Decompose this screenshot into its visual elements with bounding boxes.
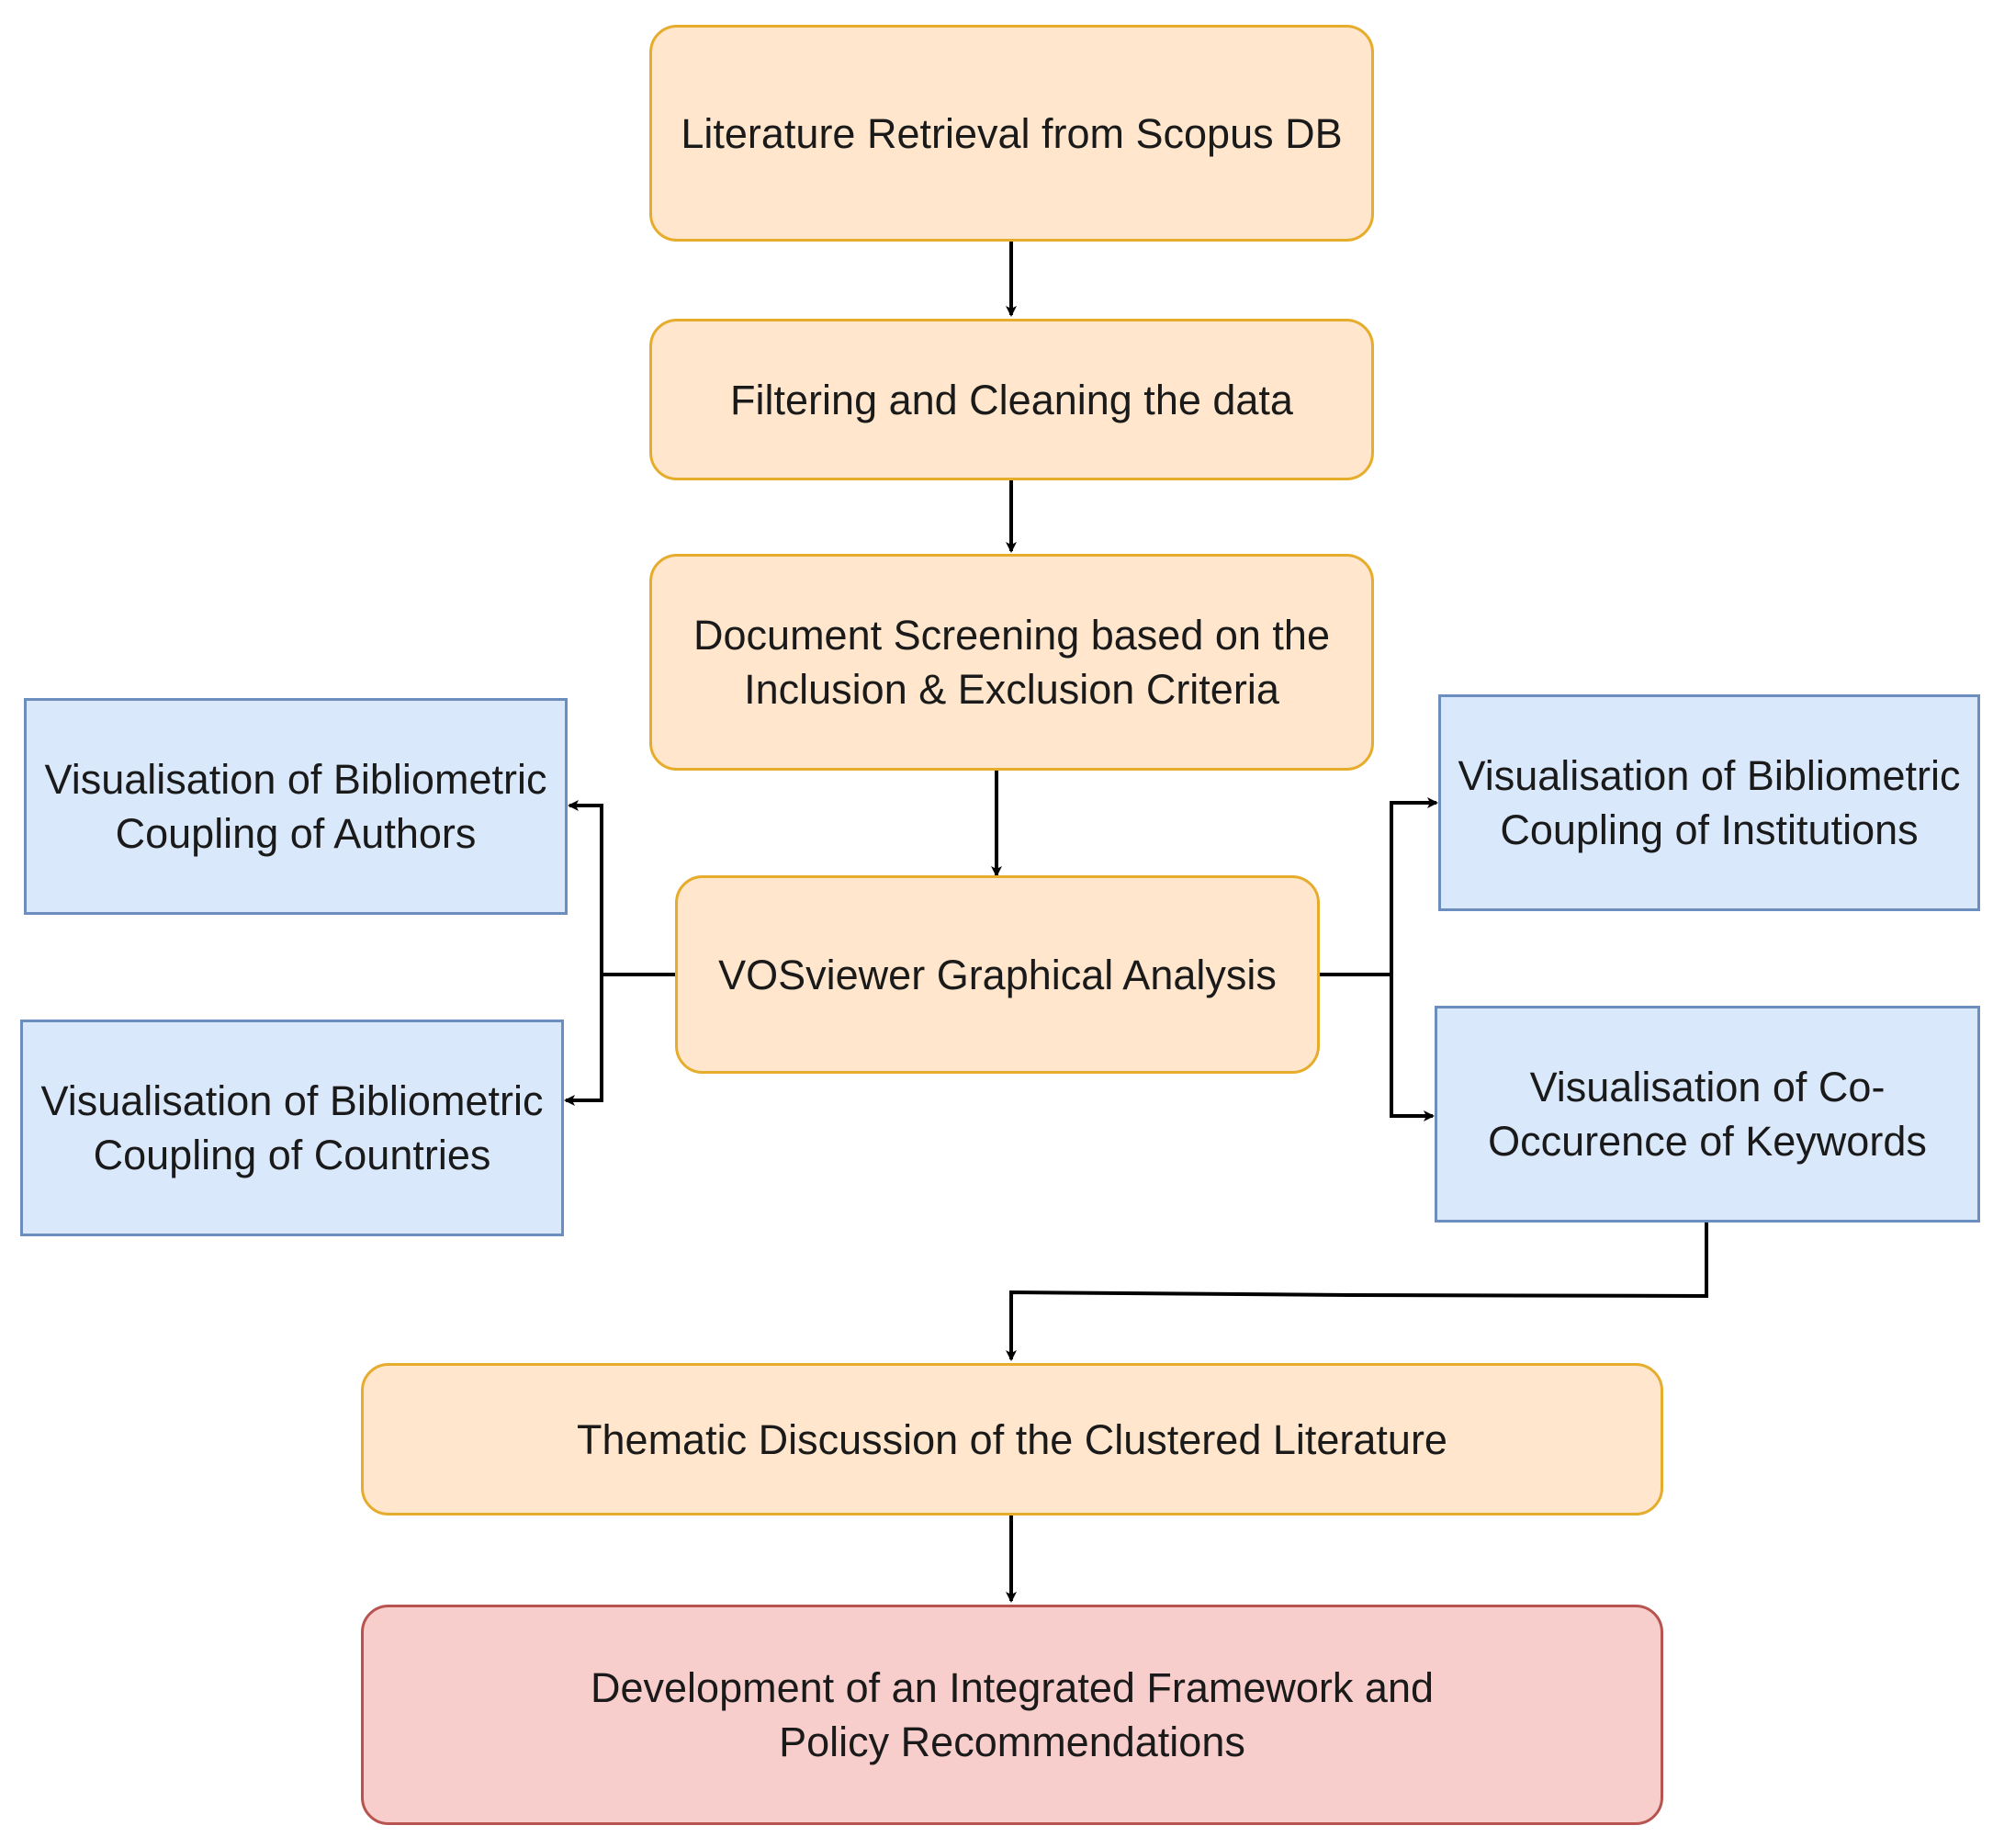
framework-development-label: Development of an Integrated Framework a… xyxy=(591,1664,1434,1765)
thematic-discussion-label: Thematic Discussion of the Clustered Lit… xyxy=(577,1415,1447,1463)
visualisation-keywords-label: Visualisation of Co- Occurence of Keywor… xyxy=(1488,1064,1927,1165)
filtering-cleaning-label: Filtering and Cleaning the data xyxy=(730,376,1293,423)
visualisation-countries-box: Visualisation of Bibliometric Coupling o… xyxy=(20,1020,564,1236)
visualisation-authors-box: Visualisation of Bibliometric Coupling o… xyxy=(24,698,568,915)
thematic-discussion-box: Thematic Discussion of the Clustered Lit… xyxy=(361,1363,1663,1516)
visualisation-countries-label: Visualisation of Bibliometric Coupling o… xyxy=(40,1077,544,1178)
connector-vosviewer-right-branch xyxy=(1320,797,1438,976)
arrow-to-keywords xyxy=(1390,975,1435,1121)
visualisation-institutions-box: Visualisation of Bibliometric Coupling o… xyxy=(1438,694,1980,911)
visualisation-authors-label: Visualisation of Bibliometric Coupling o… xyxy=(44,756,547,857)
document-screening-label: Document Screening based on the Inclusio… xyxy=(693,612,1330,713)
vosviewer-analysis-label: VOSviewer Graphical Analysis xyxy=(718,951,1277,998)
arrow-keywords-to-thematic xyxy=(1006,1223,1708,1361)
filtering-cleaning-box: Filtering and Cleaning the data xyxy=(649,319,1374,480)
literature-retrieval-label: Literature Retrieval from Scopus DB xyxy=(681,109,1343,157)
arrow-to-countries xyxy=(564,975,603,1106)
connector-vosviewer-left-branch xyxy=(568,800,675,976)
literature-retrieval-box: Literature Retrieval from Scopus DB xyxy=(649,25,1374,242)
document-screening-box: Document Screening based on the Inclusio… xyxy=(649,554,1374,771)
framework-development-box: Development of an Integrated Framework a… xyxy=(361,1605,1663,1825)
vosviewer-analysis-box: VOSviewer Graphical Analysis xyxy=(675,875,1320,1074)
visualisation-institutions-label: Visualisation of Bibliometric Coupling o… xyxy=(1458,752,1961,853)
visualisation-keywords-box: Visualisation of Co- Occurence of Keywor… xyxy=(1435,1006,1980,1223)
